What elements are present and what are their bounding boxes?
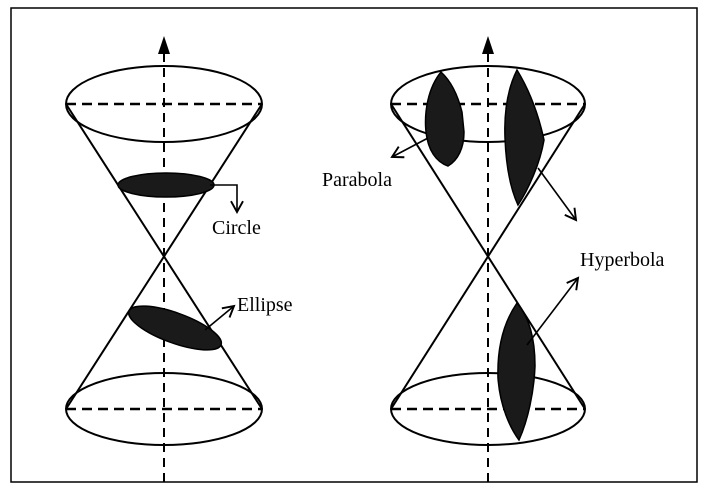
- hyperbola-upper-section: [504, 68, 545, 207]
- left-double-cone: Circle Ellipse: [65, 36, 293, 482]
- right-axis-arrowhead: [482, 36, 494, 54]
- hyperbola-lower-section: [497, 301, 536, 442]
- ellipse-section: [127, 305, 223, 351]
- parabola-pointer: [390, 137, 429, 159]
- circle-label: Circle: [212, 217, 261, 239]
- circle-section: [117, 172, 215, 198]
- right-double-cone: Parabola Hyperbola: [322, 36, 665, 482]
- parabola-label: Parabola: [322, 169, 392, 191]
- ellipse-pointer: [204, 304, 236, 331]
- hyperbola-lower-pointer: [526, 276, 580, 346]
- figure-border: [10, 7, 698, 483]
- parabola-section: [424, 70, 465, 167]
- left-generator-2: [65, 103, 263, 410]
- hyperbola-label: Hyperbola: [580, 249, 665, 271]
- right-generator-2: [390, 103, 586, 410]
- ellipse-label: Ellipse: [237, 294, 293, 316]
- left-axis-arrowhead: [158, 36, 170, 54]
- circle-pointer: [210, 184, 244, 214]
- hyperbola-upper-pointer: [537, 167, 578, 222]
